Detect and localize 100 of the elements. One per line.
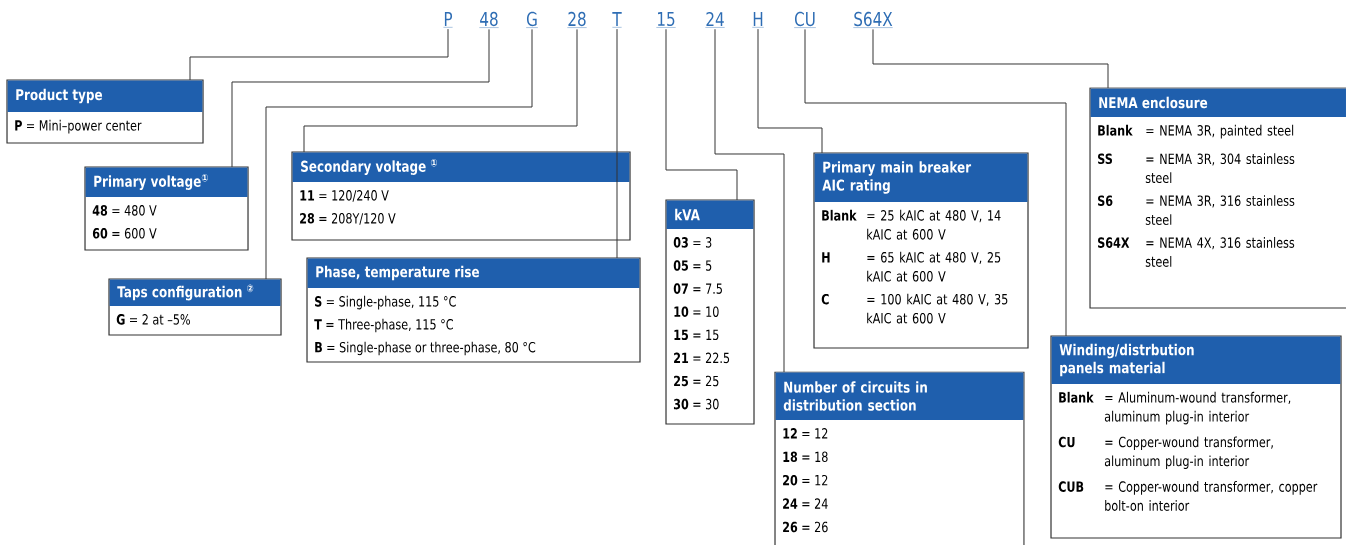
option-code: S6 (1098, 195, 1113, 206)
option-code: 15 (674, 329, 688, 341)
option-description: = 26 (802, 521, 828, 533)
option-description: = Aluminum-wound transformer, aluminum plug-in interior (1104, 391, 1291, 425)
option-code: CUB (1058, 481, 1084, 492)
option-code: 05 (673, 260, 688, 271)
model-code-segment: 48 (479, 11, 499, 28)
option-description: = Copper-wound transformer, copper bolt-on interior (1105, 481, 1318, 511)
option-description: = Three-phase, 115 °C (326, 318, 453, 333)
leader-line (616, 28, 618, 259)
option-code: C (821, 293, 829, 305)
code-table (84, 166, 249, 251)
option-code: 12 (783, 428, 797, 439)
leader-line (804, 28, 1067, 337)
option-description: = 5 (693, 260, 712, 271)
option-code: B (315, 342, 322, 353)
option-code: S (315, 296, 322, 307)
option-code: 07 (673, 283, 688, 294)
option-code: 11 (300, 190, 315, 201)
table-heading: Taps configuration $^{②}$ (109, 279, 281, 306)
option-description: = Single-phase, 115 °C (326, 295, 456, 310)
option-code: S64X (1098, 237, 1130, 248)
option-description: = NEMA 4X, 316 stainless steel (1145, 237, 1295, 267)
table-heading: Winding/distrbution panels material (1051, 336, 1341, 384)
option-description: = 25 kAIC at 480 V, 14 kAIC at 600 V (867, 209, 1001, 240)
code-table (1050, 335, 1342, 539)
model-code-segment: T (612, 12, 622, 28)
model-code-segment: P (443, 12, 453, 28)
code-table (306, 257, 641, 363)
option-code: 03 (673, 237, 688, 248)
model-code-segment: H (752, 12, 764, 28)
option-description: = NEMA 3R, 304 stainless steel (1145, 153, 1295, 184)
leader-line (231, 28, 490, 168)
option-description: = 7.5 (693, 283, 722, 294)
option-description: = 15 (693, 329, 719, 341)
table-heading: Primary voltage$^{①}$ (85, 167, 248, 197)
model-code-segment: G (525, 11, 539, 28)
leader-line (665, 28, 738, 201)
option-code: SS (1098, 153, 1112, 165)
option-code: 26 (783, 521, 798, 533)
table-heading: Primary main breaker AIC rating (814, 153, 1028, 202)
option-description: = 12 (802, 474, 828, 486)
option-description: = 18 (802, 451, 828, 463)
option-description: = 10 (693, 306, 719, 317)
option-description: = 3 (693, 237, 712, 248)
code-table (1089, 87, 1346, 309)
option-code: 60 (92, 228, 108, 239)
code-table (6, 79, 204, 144)
leader-line (265, 28, 533, 280)
model-code-segment: 28 (567, 11, 587, 28)
option-code: P (15, 120, 22, 131)
option-code: CU (1058, 436, 1075, 448)
option-code: T (314, 319, 322, 330)
table-heading: Secondary voltage $^{①}$ (292, 152, 630, 182)
model-code-segment: CU (793, 11, 817, 28)
option-description: = 2 at –5% (130, 314, 190, 325)
option-description: = Mini–power center (27, 119, 142, 134)
option-description: = 600 V (112, 228, 157, 239)
option-description: = Single-phase or three-phase, 80 °C (327, 341, 536, 356)
code-table (813, 152, 1029, 349)
table-heading: kVA (666, 200, 754, 229)
option-description: = Copper-wound transformer, aluminum plug-in interior (1104, 436, 1273, 469)
option-description: = NEMA 3R, painted steel (1146, 124, 1294, 139)
option-description: = 22.5 (693, 352, 730, 364)
option-code: Blank (1059, 391, 1094, 403)
option-code: G (116, 314, 125, 325)
option-description: = 12 (802, 428, 828, 439)
option-code: 10 (674, 306, 689, 317)
option-code: 28 (300, 213, 315, 224)
option-description: = 24 (802, 498, 828, 509)
leader-line (303, 28, 578, 153)
table-heading: Phase, temperature rise (307, 258, 640, 288)
leader-line (872, 28, 1109, 89)
option-code: 30 (673, 398, 689, 410)
model-code-segment: 24 (705, 11, 725, 28)
option-code: 25 (674, 375, 688, 387)
code-table (774, 371, 1025, 545)
table-heading: NEMA enclosure (1090, 88, 1346, 117)
option-code: 18 (783, 451, 798, 463)
option-description: = 120/240 V (319, 190, 389, 202)
option-code: H (822, 252, 830, 263)
option-code: Blank (822, 209, 857, 221)
code-table (291, 151, 631, 241)
leader-line (714, 28, 785, 373)
option-description: = 65 kAIC at 480 V, 25 kAIC at 600 V (867, 251, 1001, 282)
option-code: 48 (92, 205, 108, 216)
code-table (108, 278, 282, 336)
option-code: 21 (674, 352, 689, 363)
table-heading: Number of circuits in distribution section (775, 372, 1024, 420)
code-table (665, 199, 755, 425)
option-description: = 480 V (112, 205, 157, 216)
option-code: 20 (783, 474, 798, 486)
model-code-segment: 15 (656, 11, 676, 28)
leader-line (189, 28, 449, 81)
leader-line (757, 28, 823, 154)
option-code: 24 (783, 498, 798, 509)
option-description: = 30 (693, 398, 719, 410)
option-code: Blank (1098, 124, 1133, 136)
table-heading: Product type (7, 80, 203, 112)
model-code-segment: S64X (853, 11, 893, 28)
